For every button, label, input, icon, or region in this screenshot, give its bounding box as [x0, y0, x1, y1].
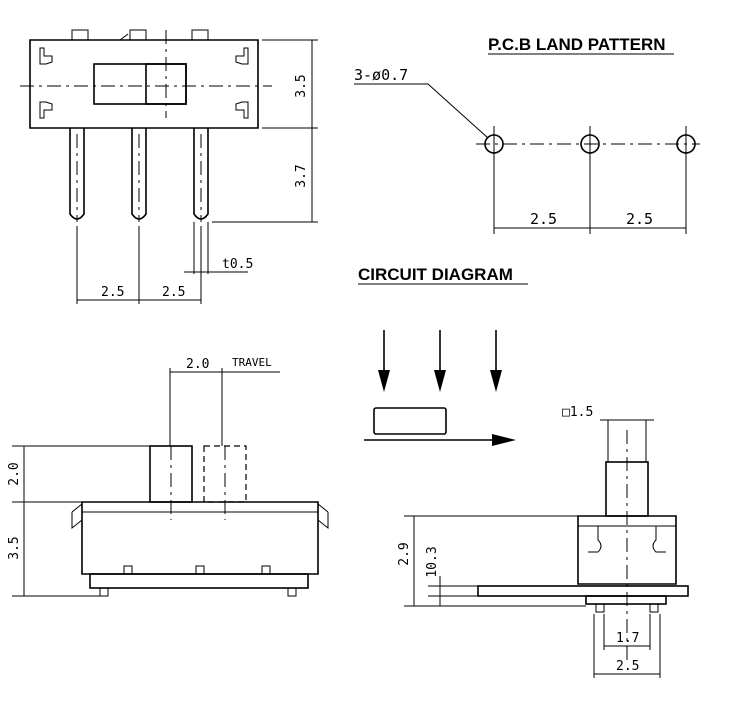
top-pitch-1: 2.5 — [101, 285, 124, 300]
travel-dim: 2.0 — [186, 357, 209, 372]
land-hole-3 — [676, 126, 696, 160]
slide-direction-arrow — [364, 434, 516, 446]
top-view: 3.5 3.7 t0.5 2.5 2.5 — [20, 29, 318, 304]
land-pitch-1: 2.5 — [530, 210, 557, 228]
terminal-arrow-2 — [434, 330, 446, 392]
land-hole-1 — [484, 126, 504, 160]
terminal-arrow-3 — [490, 330, 502, 392]
front-view: 2.0 TRAVEL 2.0 3.5 — [7, 356, 329, 597]
top-pitch-2: 2.5 — [162, 285, 185, 300]
front-actuator-height: 2.0 — [7, 462, 22, 485]
side-outer-width: 2.5 — [616, 659, 639, 674]
land-pitch-2: 2.5 — [626, 210, 653, 228]
circuit-title: CIRCUIT DIAGRAM — [358, 265, 513, 284]
top-height-dim: 3.5 — [294, 74, 309, 97]
front-body-height: 3.5 — [7, 536, 22, 559]
actuator-square-dim: □1.5 — [562, 405, 593, 420]
pcb-land-pattern: P.C.B LAND PATTERN 3-ø0.7 2.5 2.5 — [354, 35, 700, 234]
land-pattern-title: P.C.B LAND PATTERN — [488, 35, 666, 54]
holes-label: 3-ø0.7 — [354, 66, 408, 84]
side-body-height: 10.3 — [425, 546, 440, 577]
side-inner-width: 1.7 — [616, 631, 639, 646]
pin-length-dim: 3.7 — [294, 164, 309, 187]
circuit-diagram: CIRCUIT DIAGRAM — [358, 265, 528, 446]
pin-thickness-dim: t0.5 — [222, 257, 253, 272]
land-hole-2 — [580, 126, 600, 160]
terminal-arrow-1 — [378, 330, 390, 392]
side-view: □1.5 2.9 10.3 1.7 2.5 — [397, 405, 689, 678]
slider-contact — [373, 407, 447, 435]
travel-label: TRAVEL — [232, 356, 272, 369]
side-total-height: 2.9 — [397, 542, 412, 565]
